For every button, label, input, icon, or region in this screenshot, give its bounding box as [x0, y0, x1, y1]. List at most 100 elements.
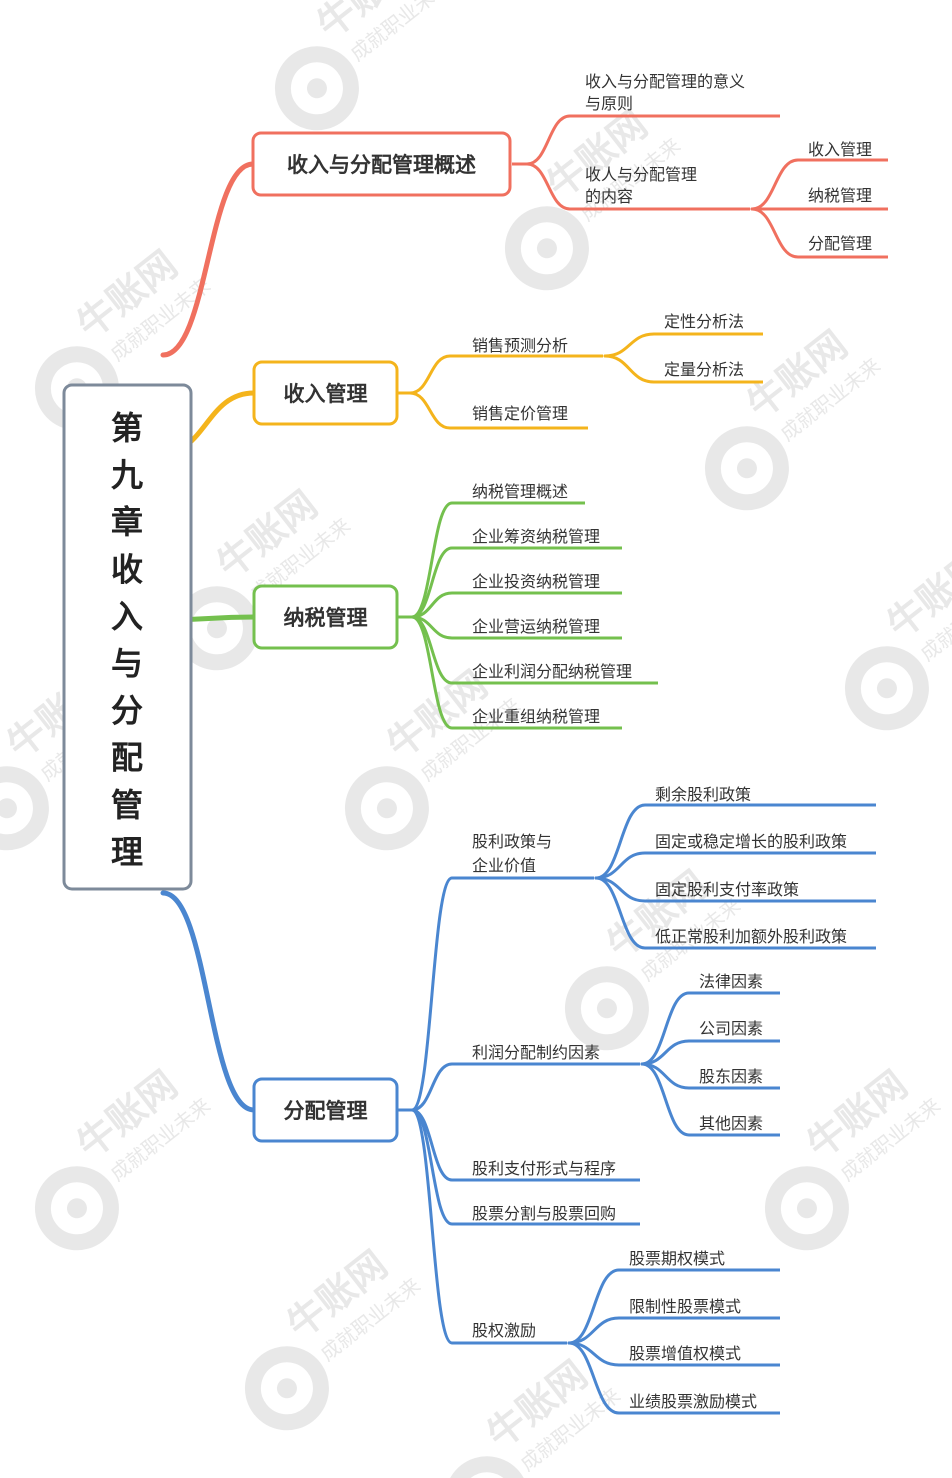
leaf-label: 其他因素: [699, 1114, 763, 1133]
leaf-connector: [567, 1268, 621, 1345]
root-title-char: 九: [111, 456, 143, 494]
leaf-connector: [750, 158, 800, 211]
leaf-node[interactable]: 限制性股票模式: [629, 1297, 741, 1316]
topic-label: 企业价值: [472, 856, 536, 875]
topic-label: 企业营运纳税管理: [472, 617, 600, 636]
leaf-label: 法律因素: [699, 972, 763, 991]
branch-node[interactable]: 收入管理: [252, 360, 399, 426]
topic-node[interactable]: 利润分配制约因素: [472, 1043, 600, 1062]
leaf-label: 收入管理: [808, 140, 872, 159]
topic-connector: [408, 354, 452, 395]
watermark-logo-icon: [244, 1346, 329, 1431]
topic-node[interactable]: 企业利润分配纳税管理: [472, 662, 632, 681]
leaf-node[interactable]: 纳税管理: [808, 186, 872, 205]
watermark-logo-icon: [504, 206, 589, 291]
branch-label: 收入管理: [284, 382, 368, 406]
topic-connector: [410, 501, 454, 619]
topic-node[interactable]: 股利支付形式与程序: [472, 1159, 616, 1178]
watermark-logo-icon: [444, 1456, 529, 1478]
leaf-label: 定量分析法: [664, 360, 744, 379]
leaf-node[interactable]: 剩余股利政策: [655, 785, 751, 804]
leaf-node[interactable]: 业绩股票激励模式: [629, 1392, 757, 1411]
leaf-node[interactable]: 法律因素: [699, 972, 763, 991]
watermark-logo-icon: [764, 1166, 849, 1251]
leaf-node[interactable]: 低正常股利加额外股利政策: [655, 927, 847, 946]
watermark-logo-icon: [344, 766, 429, 851]
topic-node[interactable]: 企业筹资纳税管理: [472, 527, 600, 546]
branch-node[interactable]: 纳税管理: [252, 584, 399, 650]
root-title-char: 理: [111, 833, 143, 871]
leaf-label: 剩余股利政策: [655, 785, 751, 804]
leaf-label: 股票期权模式: [629, 1249, 725, 1268]
watermark-logo-icon: [704, 426, 789, 511]
leaf-node[interactable]: 固定股利支付率政策: [655, 880, 799, 899]
topic-label: 企业利润分配纳税管理: [472, 662, 632, 681]
leaf-label: 业绩股票激励模式: [629, 1392, 757, 1411]
leaf-node[interactable]: 分配管理: [808, 234, 872, 253]
leaf-node[interactable]: 定性分析法: [664, 312, 744, 331]
watermark-logo-icon: [844, 646, 929, 731]
root-title-char: 章: [111, 503, 143, 541]
topic-label: 与原则: [585, 94, 633, 113]
topic-label: 股利政策与: [472, 832, 552, 851]
topic-connector: [408, 391, 452, 430]
topic-label: 企业筹资纳税管理: [472, 527, 600, 546]
leaf-label: 固定或稳定增长的股利政策: [655, 832, 847, 851]
topic-label: 利润分配制约因素: [472, 1043, 600, 1062]
topic-node[interactable]: 销售预测分析: [472, 336, 568, 355]
watermark-logo-icon: [34, 1166, 119, 1251]
topic-label: 销售预测分析: [472, 336, 568, 355]
root-title-char: 管: [111, 786, 143, 824]
leaf-label: 股票增值权模式: [629, 1344, 741, 1363]
branch-label: 收入与分配管理概述: [287, 153, 476, 177]
root-title-char: 第: [111, 409, 143, 447]
topic-connector: [410, 1108, 454, 1345]
leaf-connector: [750, 207, 800, 259]
topic-connector: [525, 114, 572, 166]
topic-label: 纳税管理概述: [472, 482, 568, 501]
branch-label: 分配管理: [284, 1099, 368, 1123]
leaf-node[interactable]: 股票期权模式: [629, 1249, 725, 1268]
leaf-node[interactable]: 固定或稳定增长的股利政策: [655, 832, 847, 851]
root-title-char: 与: [111, 645, 143, 683]
watermark-logo-icon: [564, 966, 649, 1051]
topic-node[interactable]: 股权激励: [472, 1321, 536, 1340]
topic-node[interactable]: 企业投资纳税管理: [472, 572, 600, 591]
leaf-node[interactable]: 股东因素: [699, 1067, 763, 1086]
watermark-logo-icon: [274, 46, 359, 131]
topic-connector: [525, 162, 572, 211]
leaf-label: 定性分析法: [664, 312, 744, 331]
leaf-connector: [640, 1062, 691, 1137]
leaf-node[interactable]: 定量分析法: [664, 360, 744, 379]
topic-node[interactable]: 企业重组纳税管理: [472, 707, 600, 726]
root-branch-connector: [160, 890, 257, 1113]
branch-label: 纳税管理: [284, 606, 368, 630]
topic-node[interactable]: 股票分割与股票回购: [472, 1204, 616, 1223]
leaf-label: 纳税管理: [808, 186, 872, 205]
leaf-label: 股东因素: [699, 1067, 763, 1086]
branch-node[interactable]: 分配管理: [252, 1077, 399, 1143]
topic-node[interactable]: 纳税管理概述: [472, 482, 568, 501]
leaf-label: 低正常股利加额外股利政策: [655, 927, 847, 946]
leaf-node[interactable]: 其他因素: [699, 1114, 763, 1133]
leaf-node[interactable]: 股票增值权模式: [629, 1344, 741, 1363]
topic-connector: [410, 876, 454, 1112]
topic-label: 股权激励: [472, 1321, 536, 1340]
root-branch-connector: [160, 161, 256, 358]
leaf-connector: [640, 991, 691, 1066]
leaf-node[interactable]: 公司因素: [699, 1019, 763, 1038]
leaf-node[interactable]: 收入管理: [808, 140, 872, 159]
topic-connector: [410, 1062, 454, 1112]
branch-node[interactable]: 收入与分配管理概述: [251, 131, 512, 197]
leaf-connector: [567, 1341, 621, 1415]
topic-node[interactable]: 销售定价管理: [472, 404, 568, 423]
topic-node[interactable]: 企业营运纳税管理: [472, 617, 600, 636]
